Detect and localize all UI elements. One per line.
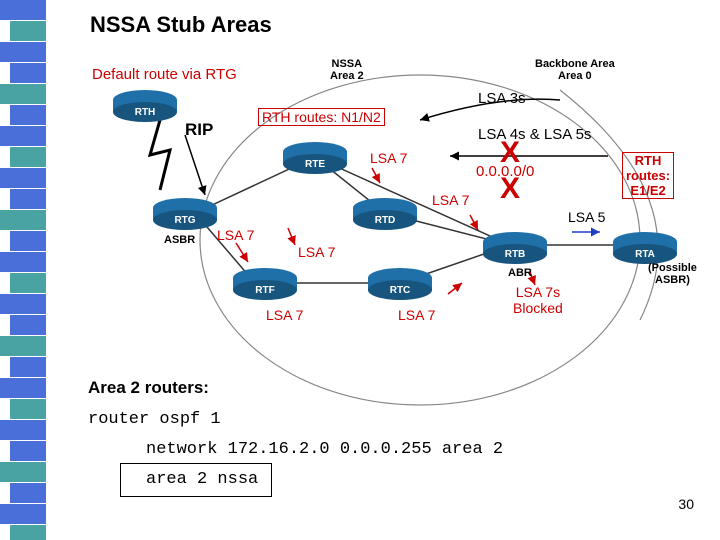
possible-asbr-label: (Possible ASBR) bbox=[648, 262, 697, 286]
router-rtg-label: RTG bbox=[174, 215, 196, 226]
router-rth-label: RTH bbox=[134, 107, 156, 118]
blocked-x-icon: X bbox=[500, 136, 521, 169]
strip-block bbox=[0, 210, 46, 231]
asbr-label: ASBR bbox=[164, 234, 196, 246]
strip-block bbox=[10, 399, 46, 420]
config-line-2: network 172.16.2.0 0.0.0.255 area 2 bbox=[146, 440, 504, 459]
router-rtc-label: RTC bbox=[389, 285, 411, 296]
abr-label: ABR bbox=[508, 267, 532, 279]
router-rth-icon bbox=[113, 90, 177, 122]
lsa3s-arrow bbox=[419, 98, 561, 122]
strip-block bbox=[10, 525, 46, 540]
strip-block bbox=[10, 231, 46, 252]
strip-block bbox=[0, 84, 46, 105]
lsa7-rtc-label: LSA 7 bbox=[398, 307, 436, 323]
strip-block bbox=[10, 189, 46, 210]
router-rtb-label: RTB bbox=[504, 249, 526, 260]
strip-block bbox=[10, 273, 46, 294]
strip-block bbox=[0, 0, 46, 21]
strip-block bbox=[0, 294, 46, 315]
rth-routes-n1n2-label: RTH routes: N1/N2 bbox=[258, 108, 385, 126]
strip-block bbox=[10, 315, 46, 336]
lsa7s-blocked-label: LSA 7s Blocked bbox=[513, 284, 563, 316]
strip-block bbox=[0, 420, 46, 441]
strip-block bbox=[0, 126, 46, 147]
strip-block bbox=[0, 462, 46, 483]
strip-block bbox=[0, 42, 46, 63]
default-route-label: Default route via RTG bbox=[92, 66, 237, 83]
strip-block bbox=[0, 378, 46, 399]
router-rta-label: RTA bbox=[635, 249, 655, 260]
lsa4s5s-label: LSA 4s & LSA 5s bbox=[478, 126, 592, 143]
backbone-boundary bbox=[559, 89, 659, 321]
lsa7-rtd-label: LSA 7 bbox=[432, 192, 470, 208]
config-line-3: area 2 nssa bbox=[146, 470, 259, 489]
strip-block bbox=[0, 336, 46, 357]
strip-block bbox=[10, 21, 46, 42]
rth-routes-e1e2-label: RTH routes: E1/E2 bbox=[622, 152, 675, 199]
lsa7-rtf-label: LSA 7 bbox=[266, 307, 304, 323]
lsa7-arrows bbox=[235, 167, 536, 295]
serial-link-icon bbox=[147, 119, 173, 191]
slide-title: NSSA Stub Areas bbox=[90, 12, 272, 37]
router-rtc-icon bbox=[368, 268, 432, 300]
nssa-area-label: NSSA Area 2 bbox=[330, 58, 364, 82]
backbone-area-label: Backbone Area Area 0 bbox=[535, 58, 615, 82]
strip-block bbox=[10, 441, 46, 462]
strip-block bbox=[10, 105, 46, 126]
strip-block bbox=[10, 483, 46, 504]
nssa-highlight-box bbox=[120, 463, 272, 497]
lsa3s-label: LSA 3s bbox=[478, 90, 526, 107]
lsa7-center-label: LSA 7 bbox=[298, 244, 336, 260]
router-rtb-icon bbox=[483, 232, 547, 264]
lsa7-rte-label: LSA 7 bbox=[370, 150, 408, 166]
router-rtd-label: RTD bbox=[374, 215, 396, 226]
side-decoration-strip bbox=[0, 0, 46, 540]
rip-label: RIP bbox=[185, 120, 214, 139]
router-rtd-icon bbox=[353, 198, 417, 230]
lsa5-label: LSA 5 bbox=[568, 209, 606, 225]
config-heading: Area 2 routers: bbox=[88, 378, 209, 397]
strip-block bbox=[0, 504, 46, 525]
blocked-x-icon-2: X bbox=[500, 172, 521, 205]
lsa7-rtg-label: LSA 7 bbox=[217, 227, 255, 243]
router-rte-icon bbox=[283, 142, 347, 174]
strip-block bbox=[10, 147, 46, 168]
strip-block bbox=[10, 63, 46, 84]
strip-block bbox=[0, 252, 46, 273]
rip-arrow bbox=[184, 134, 207, 196]
router-rtg-icon bbox=[153, 198, 217, 230]
router-rte-label: RTE bbox=[305, 159, 325, 170]
page-number: 30 bbox=[678, 496, 694, 512]
router-rta-icon bbox=[613, 232, 677, 264]
routers bbox=[113, 90, 677, 300]
strip-block bbox=[10, 357, 46, 378]
config-line-1: router ospf 1 bbox=[88, 410, 221, 429]
strip-block bbox=[0, 168, 46, 189]
default-zero-label: 0.0.0.0/0 bbox=[476, 163, 535, 180]
router-rtf-label: RTF bbox=[255, 285, 275, 296]
router-rtf-icon bbox=[233, 268, 297, 300]
